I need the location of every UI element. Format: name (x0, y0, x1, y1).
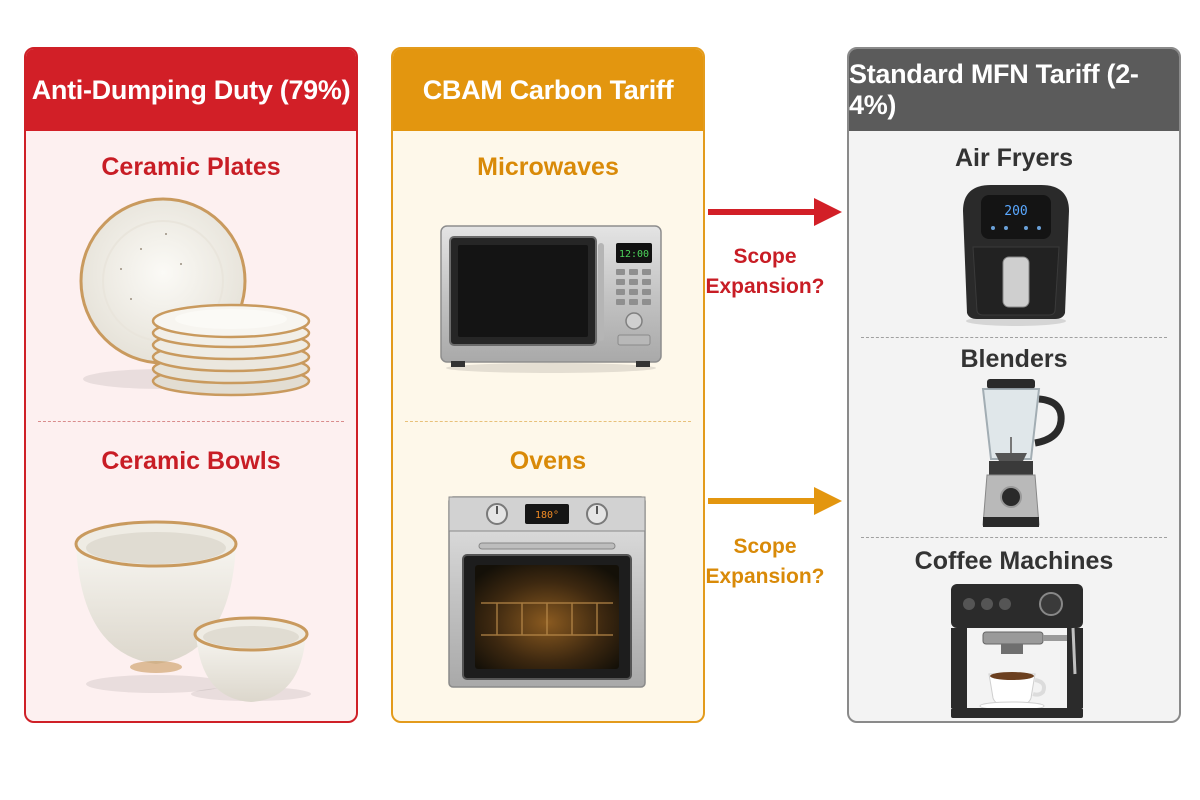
ceramic-bowls-title: Ceramic Bowls (101, 447, 281, 475)
arrow-red-label-line2: Expansion? (705, 275, 825, 298)
microwaves-ovens-divider (405, 421, 691, 422)
arrow-orange-label-line2: Expansion? (705, 565, 825, 588)
coffee-machine-image (951, 584, 1083, 718)
anti-dumping-header: Anti-Dumping Duty (79%) (26, 49, 356, 131)
coffee-machines-title: Coffee Machines (914, 547, 1114, 575)
microwave-image: 12:00 (440, 225, 662, 373)
ceramic-bowls-image (74, 520, 311, 702)
arrow-red-label-line1: Scope (733, 245, 797, 268)
arrow-orange (708, 487, 842, 515)
arrow-red (708, 198, 842, 226)
blender-image (981, 379, 1065, 527)
ceramic-plates-image (79, 197, 311, 397)
arrow-orange-label-line1: Scope (733, 535, 797, 558)
blenders-coffee-divider (861, 537, 1167, 538)
arrow-orange-label: Scope Expansion? (690, 532, 840, 592)
air-fryers-title: Air Fryers (954, 144, 1074, 172)
air-fryer-image: 200 (963, 185, 1069, 326)
cbam-panel: CBAM Carbon Tariff Microwaves 12:00 Oven… (391, 47, 705, 723)
ovens-title: Ovens (509, 447, 587, 475)
plates-bowls-divider (38, 421, 344, 422)
oven-display: 180° (535, 510, 559, 521)
air-fryer-display: 200 (1004, 204, 1027, 219)
mfn-header: Standard MFN Tariff (2-4%) (849, 49, 1179, 131)
mfn-panel: Standard MFN Tariff (2-4%) Air Fryers 20… (847, 47, 1181, 723)
arrow-red-label: Scope Expansion? (690, 242, 840, 302)
fryers-blenders-divider (861, 337, 1167, 338)
ceramic-plates-title: Ceramic Plates (101, 153, 281, 181)
blenders-title: Blenders (960, 345, 1068, 373)
microwaves-title: Microwaves (477, 153, 619, 181)
oven-image: 180° (448, 496, 646, 688)
anti-dumping-panel: Anti-Dumping Duty (79%) Ceramic Plates C… (24, 47, 358, 723)
microwave-display: 12:00 (619, 249, 649, 260)
cbam-header: CBAM Carbon Tariff (393, 49, 703, 131)
